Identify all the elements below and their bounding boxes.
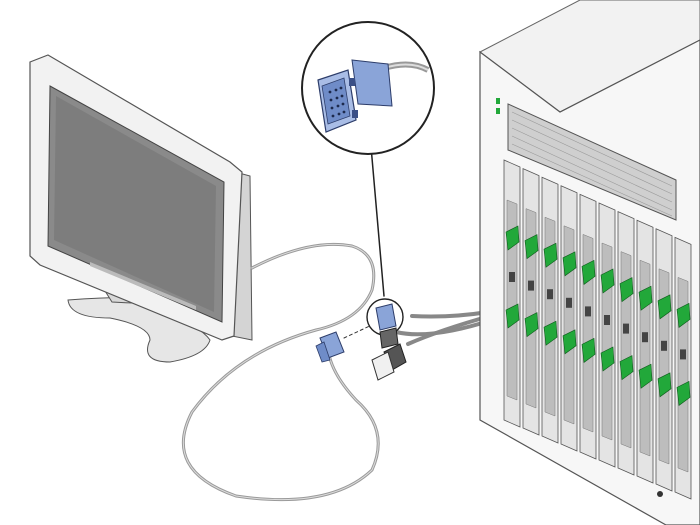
- callout-vga-connector: [301, 21, 435, 155]
- blade-face-panel: [582, 234, 594, 433]
- blade-ejector-latch-upper: [638, 285, 653, 311]
- blade-face-panel: [544, 216, 556, 417]
- blade-ucp-port: [585, 306, 591, 317]
- dongle-cable-vga: [410, 310, 490, 319]
- blade-ejector-latch-upper: [657, 294, 672, 320]
- blade-ucp-port: [566, 297, 572, 308]
- blade-face-panel: [525, 208, 537, 409]
- blade-ejector-latch-upper: [581, 259, 596, 285]
- blade-ejector-latch-upper: [676, 302, 691, 328]
- blade-ejector-latch-lower: [524, 312, 539, 338]
- blade-ejector-latch-upper: [543, 242, 558, 268]
- blade-ejector-latch-lower: [657, 372, 672, 398]
- dongle-serial-connector: [379, 327, 399, 349]
- vga-pins: [328, 86, 346, 118]
- blade-face-panel: [563, 225, 575, 425]
- blade-ejector-latch-upper: [562, 251, 577, 277]
- blade-ejector-latch-lower: [543, 320, 558, 346]
- blade-ejector-latch-lower: [581, 337, 596, 363]
- dongle-usb-plug: [371, 351, 395, 381]
- blade-ejector-latch-lower: [505, 303, 520, 329]
- blade-ucp-port: [604, 315, 610, 325]
- blade-ejector-latch-lower: [600, 346, 615, 372]
- blade-ucp-port: [528, 280, 534, 291]
- blade-ucp-port: [680, 349, 686, 360]
- chassis-screw-hole: [657, 491, 663, 497]
- blade-ejector-latch-upper: [505, 225, 520, 251]
- callout-leader-line: [369, 134, 385, 297]
- blade-ejector-latch-lower: [562, 329, 577, 355]
- monitor-screen-inner: [54, 96, 216, 312]
- callout-cable-boot: [351, 59, 393, 107]
- blade-ejector-latch-lower: [638, 363, 653, 389]
- dongle-cable-serial: [394, 318, 494, 337]
- connection-guide-dashed: [343, 323, 375, 339]
- blade-ucp-port: [509, 272, 515, 282]
- chassis-vent-grille: [507, 103, 677, 221]
- blade-face-panel: [506, 199, 518, 401]
- blade-slots: [503, 159, 692, 500]
- blade-ejector-latch-lower: [676, 380, 691, 406]
- blade-ejector-latch-upper: [600, 268, 615, 294]
- chassis-led: [496, 98, 500, 104]
- monitor-control-strip: [90, 262, 196, 310]
- blade-ejector-latch-upper: [524, 234, 539, 260]
- dongle-vga-connector: [375, 303, 397, 331]
- blade-ucp-port: [547, 289, 553, 300]
- blade-ejector-latch-upper: [619, 277, 634, 303]
- monitor: [29, 54, 253, 363]
- blade-ucp-port: [623, 323, 629, 334]
- blade-ucp-port: [661, 340, 667, 351]
- blade-chassis: [479, 0, 700, 525]
- blade-ejector-latch-lower: [619, 355, 634, 381]
- blade-ucp-port: [642, 332, 648, 343]
